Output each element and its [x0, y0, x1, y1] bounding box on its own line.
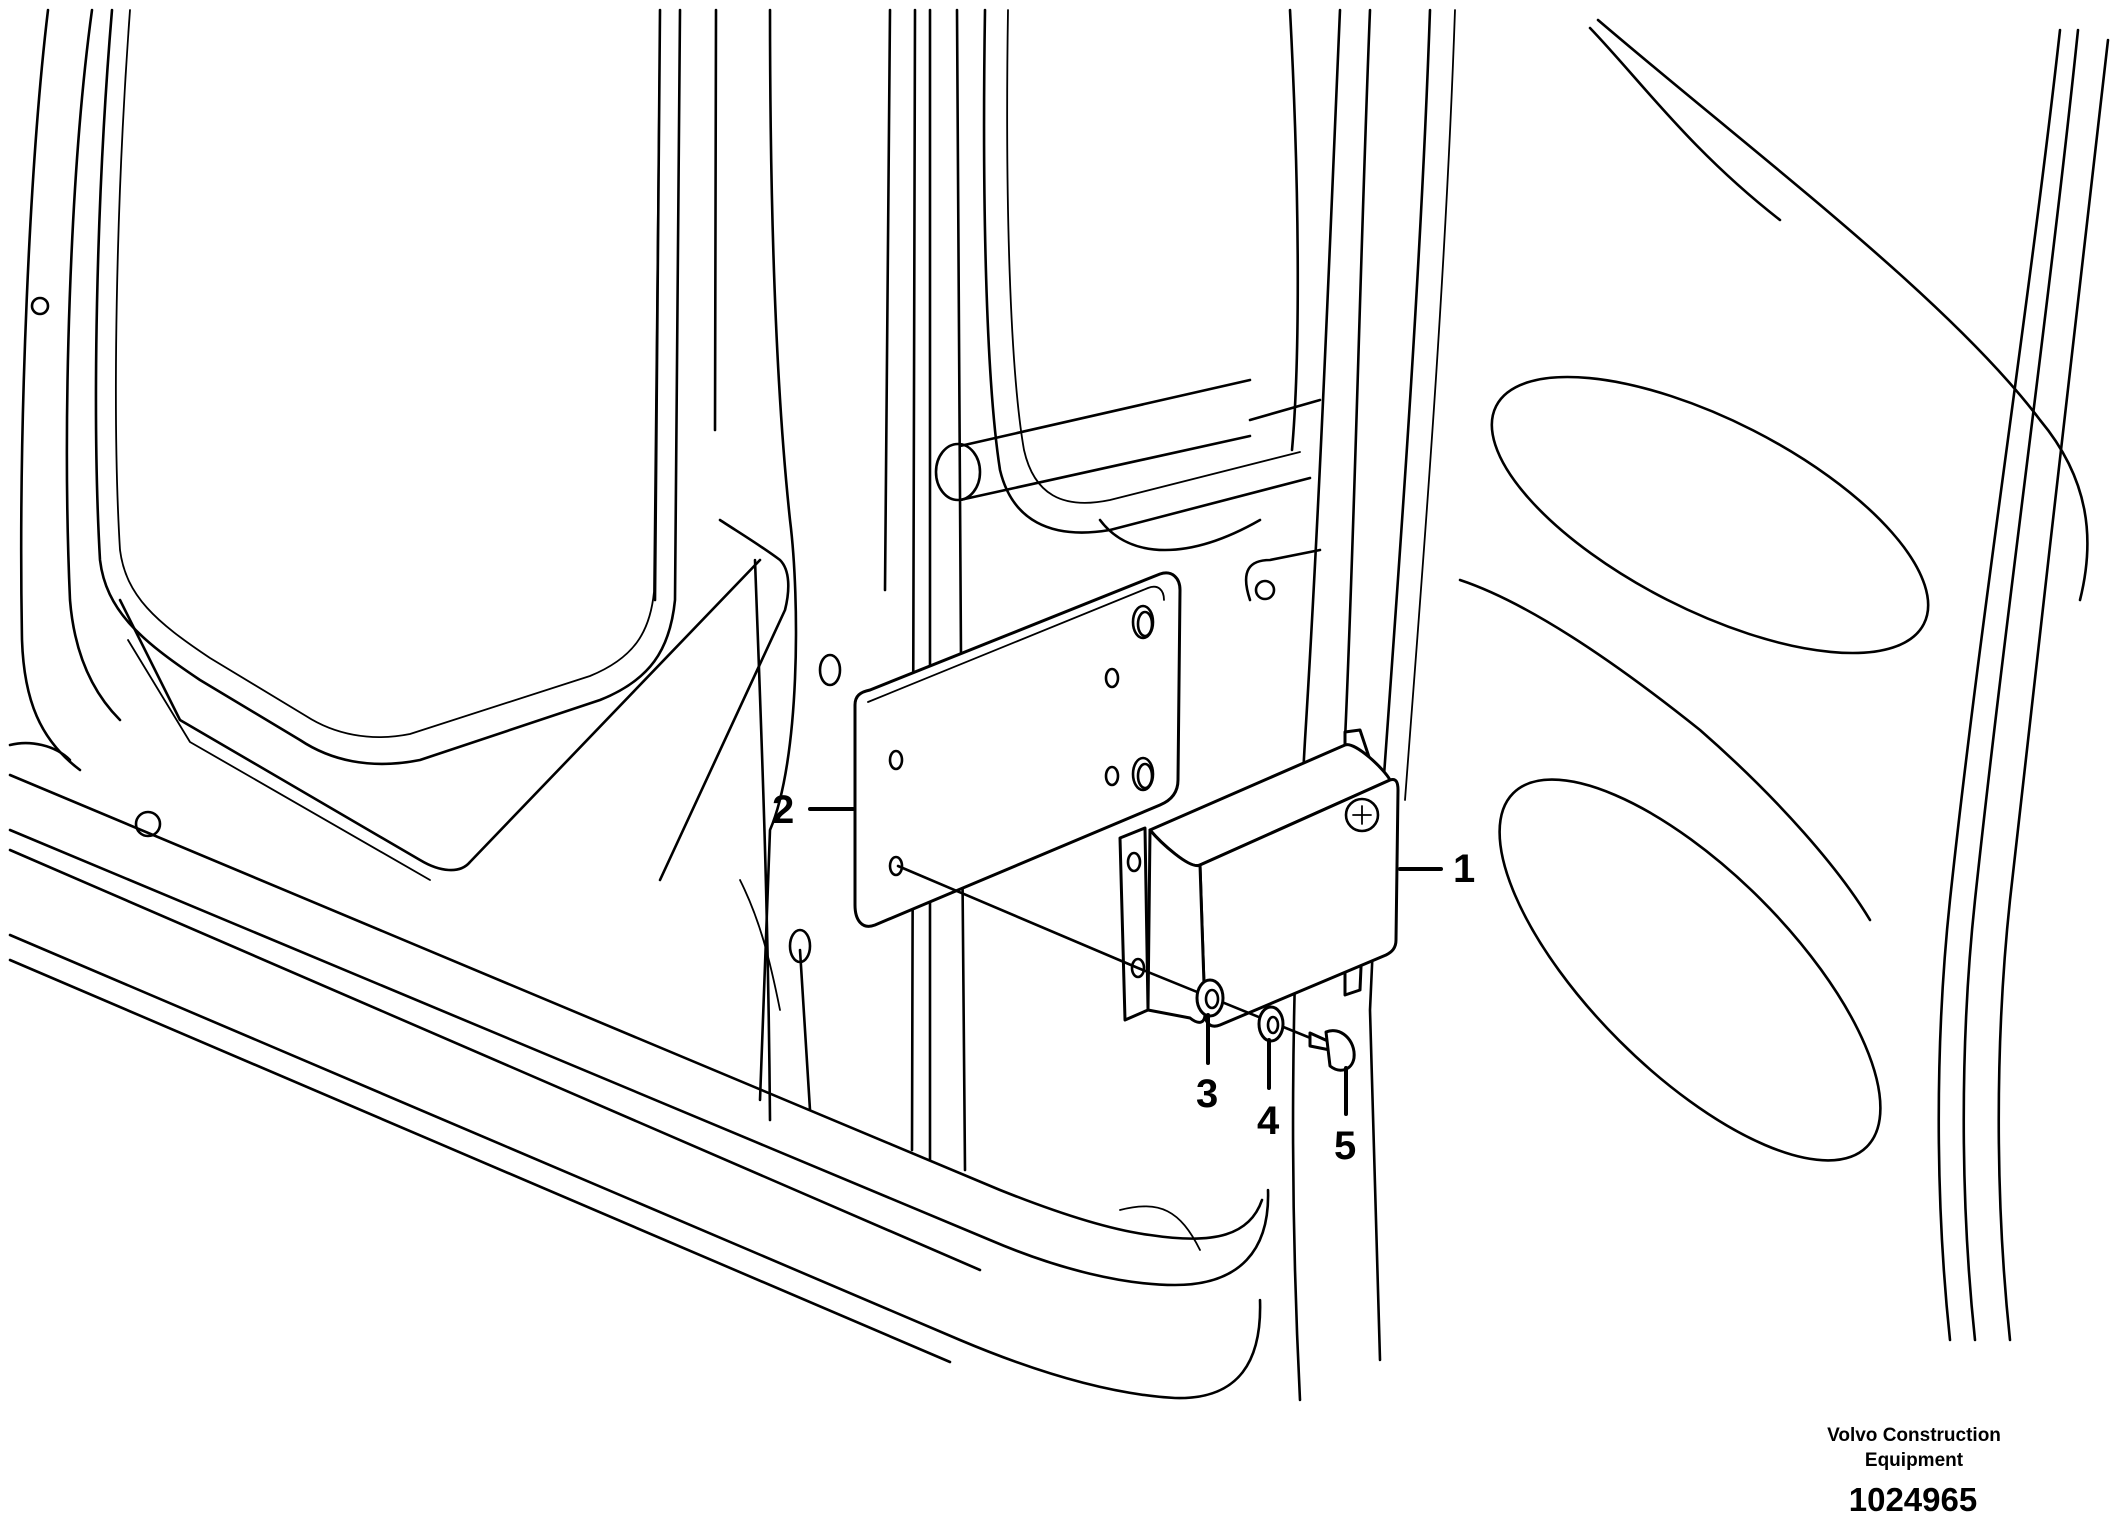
- mounting-plate-part: [853, 571, 1182, 928]
- callout-1: 1: [1453, 847, 1475, 891]
- washer-part: [1195, 978, 1225, 1018]
- callout-4: 4: [1257, 1099, 1280, 1143]
- drawing-number: 1024965: [1849, 1481, 1977, 1518]
- screw-part: [1308, 1029, 1356, 1072]
- company-name-line2: Equipment: [1865, 1450, 1964, 1471]
- lock-washer-part: [1257, 1005, 1285, 1043]
- callout-leaders: [808, 807, 1443, 1116]
- callout-3: 3: [1196, 1072, 1218, 1116]
- callout-5: 5: [1334, 1124, 1356, 1168]
- company-name-line1: Volvo Construction: [1827, 1425, 2001, 1446]
- cab-structure: [8, 8, 2110, 1402]
- control-unit-part: [1118, 728, 1400, 1028]
- callout-2: 2: [772, 788, 794, 832]
